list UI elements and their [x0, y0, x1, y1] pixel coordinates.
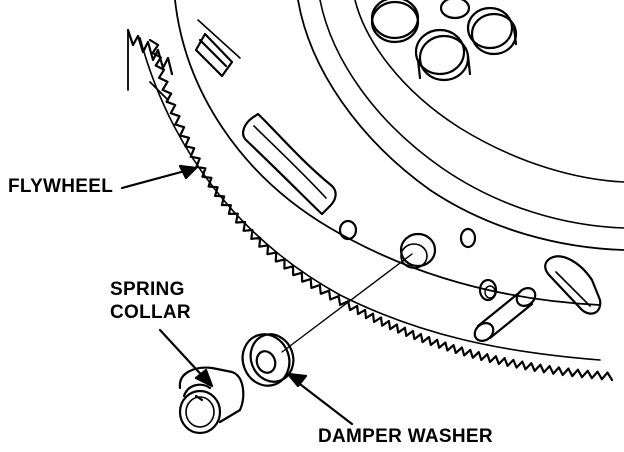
flywheel-slot-center-inner [253, 125, 327, 199]
leader-flywheel [120, 164, 198, 190]
flywheel-small-hole-1 [338, 219, 358, 241]
flywheel-upper-left-edge [126, 28, 174, 76]
dowel-pin [473, 287, 537, 342]
flywheel-ring-gear-teeth [148, 38, 614, 382]
crank-bolt-group [370, 0, 518, 82]
label-spring-collar-line2: COLLAR [110, 302, 191, 323]
alignment-line [281, 253, 413, 353]
flywheel-face-ring-inner [319, 0, 624, 229]
flywheel-face-ring-middle [297, 0, 624, 251]
flywheel-slot-right [544, 255, 602, 315]
flywheel-face-ring-outer [174, 0, 601, 306]
flywheel-ring-gear-root [139, 37, 601, 361]
damper-washer [241, 333, 295, 387]
leader-damper-washer [286, 372, 354, 426]
label-spring-collar-line1: SPRING [110, 279, 185, 300]
flywheel-slot-upper-top [197, 19, 241, 59]
label-flywheel: FLYWHEEL [8, 176, 114, 197]
damper-washer-mount-hole [399, 232, 437, 268]
label-damper-washer: DAMPER WASHER [318, 426, 493, 447]
leader-spring-collar [158, 328, 214, 388]
flywheel-hub-ring [354, 0, 624, 183]
flywheel-slot-center [242, 112, 337, 216]
flywheel-small-hole-2 [459, 227, 477, 249]
flywheel-upper-left-flank [127, 29, 169, 101]
flywheel-small-hole-3 [478, 278, 498, 302]
flywheel-slot-upper [194, 32, 234, 78]
spring-collar [178, 366, 245, 435]
